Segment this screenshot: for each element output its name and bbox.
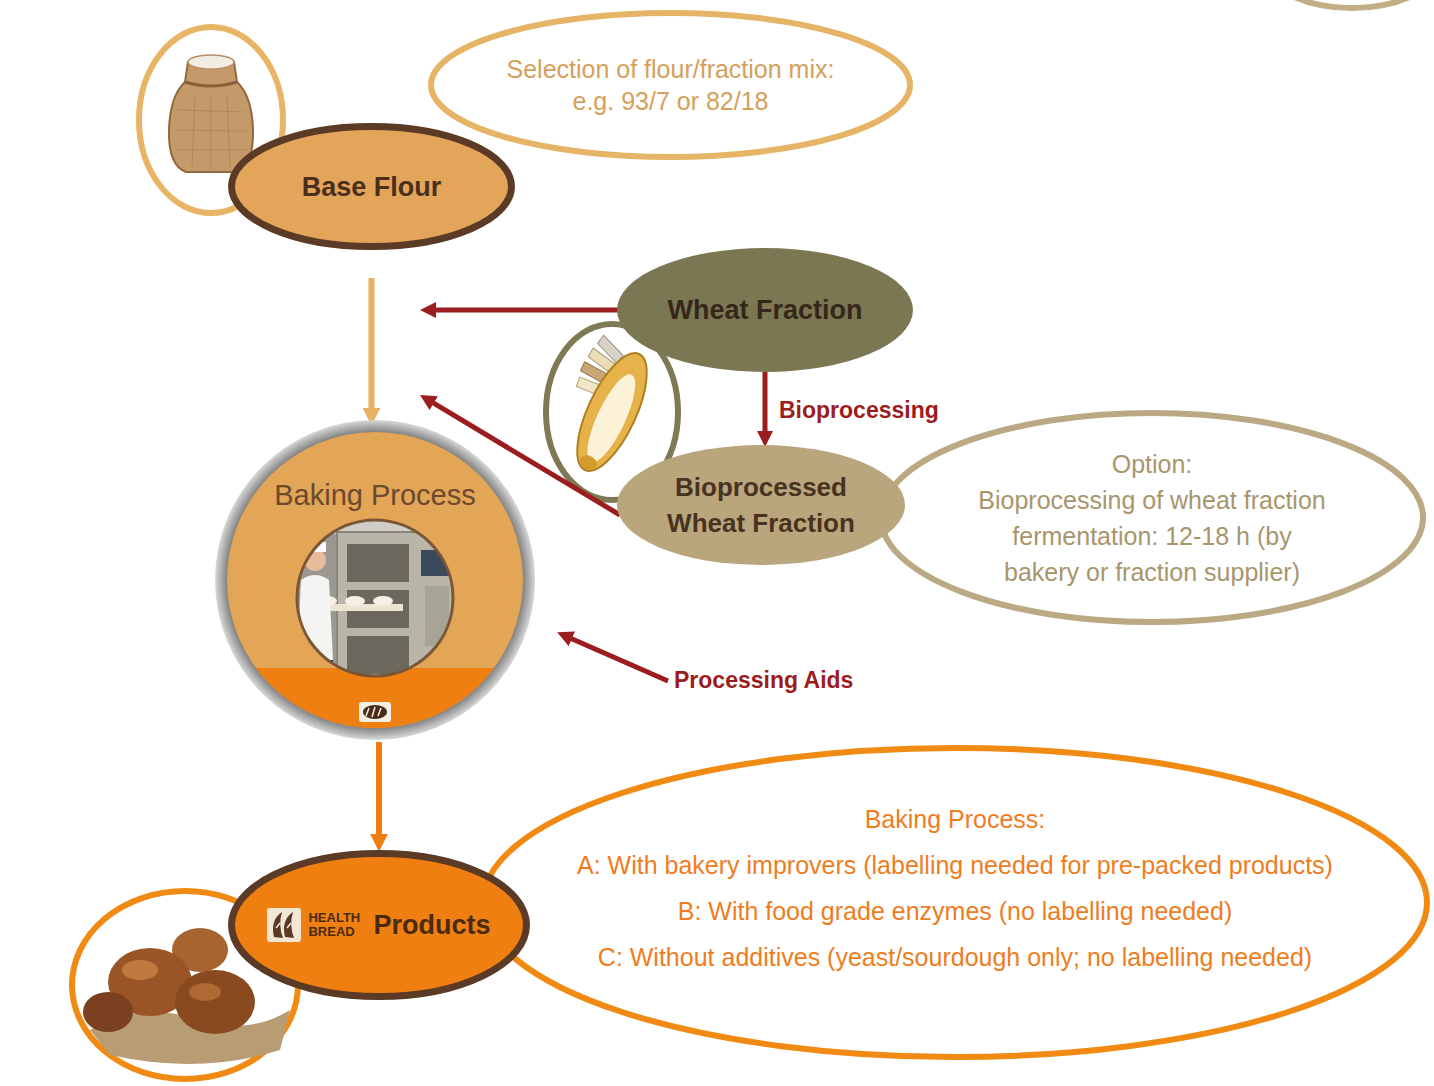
oven-photo [215,420,535,740]
circle-shadow [215,420,535,740]
note-ellipse: Option:Bioprocessing of wheat fraction f… [878,410,1426,625]
node-outline [878,410,1426,625]
partial-ellipse [1262,0,1434,8]
process-ellipse: Base Flour [228,123,515,250]
node-label: A: With bakery improvers (labelling need… [577,849,1333,881]
note-ellipse: Baking Process: A: With bakery improvers … [480,745,1430,1060]
process-circle: Baking Process [215,420,535,740]
node-label: Bioprocessing of wheat fraction fermenta… [976,482,1328,590]
node-outline [617,445,905,565]
ellipse-shape [232,127,512,247]
ellipse-shape [881,413,1423,622]
product-ellipse: HEALTH BREADProducts [228,850,530,1000]
node-label: HEALTH BREAD [308,911,366,939]
ellipse-shape [617,445,905,565]
edge-label: Bioprocessing [777,396,941,424]
flow-arrow [763,372,768,433]
pointer-arrow [570,638,668,681]
label-holder: Processing Aids [674,666,853,694]
node-label: Bioprocessed Wheat Fraction [656,469,866,541]
process-ellipse: Wheat Fraction [617,248,913,372]
ellipse-shape [617,248,913,372]
flow-arrow [369,278,375,410]
logo-icon [267,908,301,942]
node-label: Option: [1112,446,1193,482]
process-ellipse: Bioprocessed Wheat Fraction [617,445,905,565]
free-label: Processing Aids [674,666,853,694]
ellipse-shape [483,748,1427,1057]
node-label: B: With food grade enzymes (no labelling… [678,895,1233,927]
node-label: Wheat Fraction [667,293,862,327]
node-label: Base Flour [302,170,442,204]
flow-arrow [434,308,620,313]
node-label: Products [373,908,490,942]
ellipse-shape [431,13,910,157]
node-label: Baking Process [274,478,476,512]
note-ellipse: Selection of flour/fraction mix: e.g. 93… [428,10,913,160]
node-outline [428,10,913,160]
edge-label-holder: Bioprocessing [777,396,941,424]
circle-ring [227,432,523,728]
ellipse-shape [232,854,527,997]
node-label: Baking Process: [865,803,1046,835]
node-label: C: Without additives (yeast/sourdough on… [598,941,1312,973]
flow-arrow [376,742,382,836]
node-label: Selection of flour/fraction mix: e.g. 93… [496,53,846,117]
